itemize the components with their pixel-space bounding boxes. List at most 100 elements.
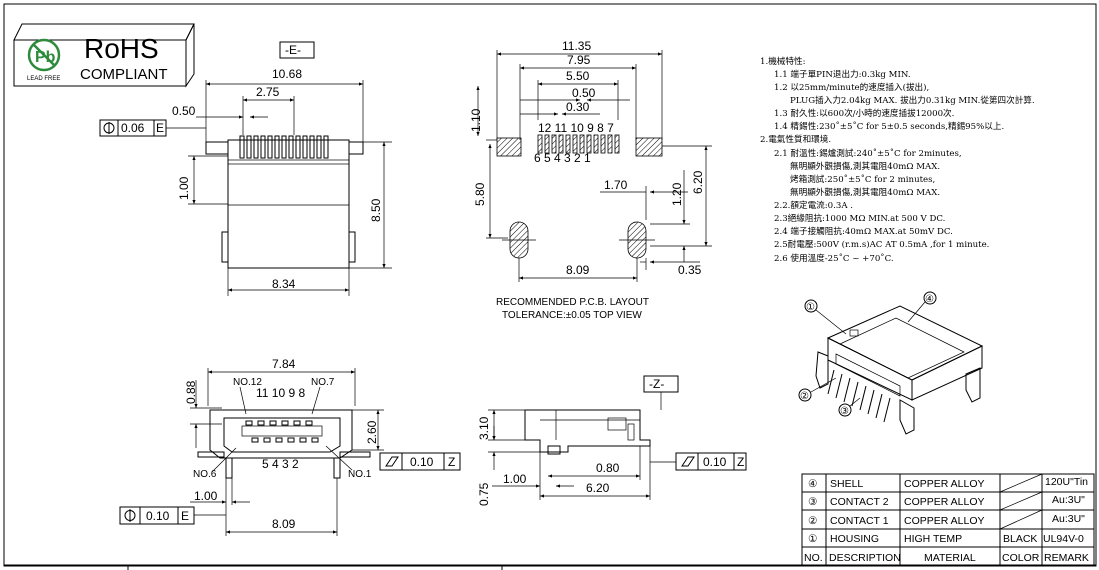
note-line: 2.5耐電壓:500V (r.m.s)AC AT 0.5mA ,for 1 mi… [774, 238, 989, 250]
front-pos-ref: E [181, 509, 189, 523]
note-line: 1.4 精錫性:230˚±5˚C for 5±0.5 seconds,精錫95%… [774, 120, 1004, 132]
bom-row-1-desc: HOUSING [830, 533, 879, 545]
isometric-view: ① ④ ② ③ [798, 291, 984, 435]
bom-row-3-desc: CONTACT 2 [830, 496, 889, 508]
front-pos-tol: 0.10 [146, 509, 170, 523]
note-line: 1.1 端子單PIN退出力:0.3kg MIN. [774, 68, 911, 80]
dim-side-w2: 0.80 [596, 461, 620, 475]
pcb-tolerance: TOLERANCE:±0.05 TOP VIEW [502, 310, 642, 321]
dim-top-bottom-width: 8.34 [272, 277, 296, 291]
dim-side-h2: 0.75 [477, 482, 491, 506]
note-line: 烤箱測試:250˚±5˚C for 2 minutes, [790, 173, 935, 185]
dim-pcb-w3: 5.50 [566, 69, 590, 83]
note-line: 2.6 使用溫度-25˚C ~ +70˚C. [774, 252, 894, 264]
dim-front-h1: 0.88 [184, 380, 198, 404]
bom-row-4-no: ④ [808, 478, 818, 490]
dim-pcb-h-small: 1.20 [670, 182, 684, 206]
note-line: 2.2.額定電流:0.3A . [774, 199, 853, 211]
tol-top-ref: E [156, 121, 164, 135]
datum-e-label: -E- [285, 43, 301, 57]
bom-row-1-remark: UL94V-0 [1043, 533, 1084, 545]
callout-4: ④ [925, 294, 934, 305]
dim-pcb-h-right: 6.20 [691, 170, 705, 194]
bom-row-4-material: COPPER ALLOY [904, 478, 985, 490]
pcb-layout: 11.35 7.95 5.50 0.50 0.30 1.10 12 11 10 … [469, 39, 712, 321]
dim-pcb-h-main: 5.80 [473, 182, 487, 206]
bom-row-2-desc: CONTACT 1 [830, 515, 889, 527]
top-view: -E- 10.68 2.75 0.50 0.06 E [99, 41, 392, 296]
bom-row-1-material: HIGH TEMP [904, 533, 962, 545]
pcb-title: RECOMMENDED P.C.B. LAYOUT [496, 297, 649, 308]
note-line: 1.3 耐久性:以600次/小時的速度插拔12000次. [774, 107, 954, 119]
bom-row-1-no: ① [808, 533, 818, 545]
dim-pcb-w-hole: 0.35 [678, 263, 702, 277]
dim-pcb-w-right: 1.70 [604, 178, 628, 192]
callout-1: ① [806, 302, 815, 313]
bom-header-color: COLOR [1002, 552, 1040, 564]
bom-row-2-remark: Au:3U" [1052, 513, 1085, 525]
pin-label-1: NO.1 [348, 469, 372, 480]
iso-pins [827, 369, 891, 423]
dim-top-pin-width: 0.50 [172, 104, 196, 118]
dim-top-height-small: 1.00 [177, 176, 191, 200]
front-view: 7.84 NO.12 NO.7 11 10 9 8 0.88 [119, 357, 461, 536]
rohs-title: RoHS [84, 33, 159, 64]
dim-pcb-w1: 11.35 [562, 39, 591, 53]
pin-label-7: NO.7 [311, 377, 335, 388]
front-flat-ref: Z [448, 455, 455, 469]
drawing-frame [3, 3, 1097, 567]
callout-3: ③ [840, 406, 849, 417]
datum-z-label: -Z- [649, 377, 664, 391]
dim-top-pitch-span: 2.75 [256, 85, 280, 99]
lead-free-logo-text: LEAD FREE [27, 76, 60, 82]
bom-row-3-material: COPPER ALLOY [904, 496, 985, 508]
bom-row-3-remark: Au:3U" [1052, 494, 1085, 506]
bom-row-3-no: ③ [808, 496, 818, 508]
dim-pcb-w2: 7.95 [567, 53, 591, 67]
dim-front-h2: 2.60 [365, 420, 379, 444]
spec-notes: 1.機械特性: 1.1 端子單PIN退出力:0.3kg MIN. 1.2 以25… [760, 55, 1035, 264]
note-line: 無明顯外觀損傷,測其電阻40mΩ MAX. [790, 186, 940, 198]
bom-row-2-no: ② [808, 515, 818, 527]
front-bottom-nums: 5 4 3 2 [262, 457, 299, 471]
dim-pcb-h-top: 1.10 [469, 108, 483, 132]
dim-side-w3: 6.20 [586, 481, 610, 495]
bom-table: ④ SHELL COPPER ALLOY 120U"Tin ③ CONTACT … [801, 473, 1095, 567]
dim-top-height-total: 8.50 [369, 198, 383, 222]
bom-header-no: NO. [804, 552, 823, 564]
note-line: 無明顯外觀損傷,測其電阻40mΩ MAX. [790, 160, 940, 172]
dim-front-width: 7.84 [272, 357, 296, 371]
pcb-signal-pads [537, 134, 620, 154]
side-flat-tol: 0.10 [703, 455, 727, 469]
side-view: -Z- 3.10 0.10 Z 0.80 1.00 6.20 [477, 375, 747, 506]
bom-row-1-color: BLACK [1003, 533, 1037, 545]
side-flat-ref: Z [737, 455, 744, 469]
lead-free-logo-letter: Pb [35, 49, 56, 66]
dim-top-width-total: 10.68 [272, 67, 302, 81]
lead-free-logo: Pb LEAD FREE [27, 38, 60, 82]
pcb-pins-top: 12 11 10 9 8 7 [538, 121, 614, 135]
bom-header-material: MATERIAL [924, 552, 976, 564]
dim-pcb-w-bottom: 8.09 [566, 263, 590, 277]
dim-front-bottom-width: 1.00 [194, 489, 218, 503]
front-contacts [245, 420, 319, 443]
dim-pcb-w4: 0.50 [572, 86, 596, 100]
top-view-pins [239, 135, 329, 159]
rohs-badge: Pb LEAD FREE RoHS COMPLIANT [13, 23, 195, 88]
dim-side-w1: 1.00 [503, 472, 527, 486]
note-line: 2.4 端子接觸阻抗:40mΩ MAX.at 50mV DC. [774, 225, 953, 237]
front-flat-tol: 0.10 [410, 455, 434, 469]
dim-pcb-w5: 0.30 [566, 100, 590, 114]
note-line: 2.1 耐溫性:錫爐測試:240˚±5˚C for 2minutes, [774, 147, 962, 159]
rohs-subtitle: COMPLIANT [80, 66, 168, 83]
note-line: PLUG插入力2.04kg MAX. 拔出力0.31kg MIN.從第四次計算. [790, 94, 1035, 106]
pin-label-12: NO.12 [233, 377, 262, 388]
tol-top-value: 0.06 [121, 121, 145, 135]
note-line: 2.3絕緣阻抗:1000 MΩ MIN.at 500 V DC. [774, 212, 945, 224]
bom-header-remark: REMARK [1044, 552, 1089, 564]
front-top-nums: 11 10 9 8 [256, 386, 305, 400]
callout-2: ② [800, 391, 809, 402]
bom-row-2-material: COPPER ALLOY [904, 515, 985, 527]
note-line: 1.2 以25mm/minute的速度插入(拔出), [774, 81, 929, 93]
